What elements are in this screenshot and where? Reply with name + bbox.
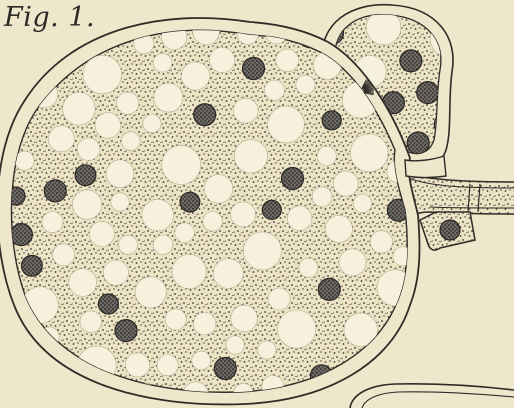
vacuole [296,75,315,94]
adjacent-cell-outline [350,384,514,408]
vacuole [53,244,75,266]
vacuole [243,232,281,270]
vacuole [231,202,256,227]
vacuole [258,341,276,359]
vacuole [213,259,243,289]
vacuole [80,311,102,333]
vacuole [234,140,267,173]
vacuole [153,53,172,72]
vacuole [117,92,139,114]
vacuole [142,199,174,231]
vacuole [153,235,173,255]
cell-nucleus [5,22,27,44]
vacuole [69,269,97,297]
vacuole [119,235,138,254]
cell-nucleus [407,132,429,154]
cell-nucleus [98,294,118,314]
vacuole [385,379,407,401]
vacuole [312,187,332,207]
vacuole [83,55,122,94]
vacuole [172,254,206,288]
cell-nucleus [400,50,422,72]
lower-branch [420,212,475,250]
vacuole [143,115,161,133]
vacuole [13,386,39,408]
vacuole [210,47,235,72]
vacuole [194,313,216,335]
vacuole [95,113,121,139]
vacuole [111,193,129,211]
vacuole [353,194,371,212]
vacuole [264,80,284,100]
vacuole [325,215,352,242]
cell-nucleus [262,200,281,219]
cell-nucleus [214,358,236,380]
vacuole [106,160,134,188]
vacuole [77,138,100,161]
cell-nucleus [6,69,28,91]
vacuole [287,206,311,230]
cell-nucleus [180,192,200,212]
vacuole [181,62,209,90]
vacuole [63,93,96,126]
cell-nucleus [322,111,341,130]
vacuole [72,190,101,219]
vacuole [268,288,290,310]
vacuole [162,145,201,184]
vacuole [165,309,186,330]
vacuole [2,352,29,379]
vacuole [77,390,97,408]
cell-nucleus [75,165,96,186]
vacuole [48,126,74,152]
cell-nucleus [318,278,340,300]
vacuole [192,351,211,370]
main-gland-body [0,16,424,408]
vacuole [204,175,233,204]
vacuole [226,336,244,354]
vacuole [121,132,140,151]
vacuole [333,171,358,196]
vacuole [268,106,305,143]
cell-nucleus [243,58,265,80]
vacuole [103,260,128,285]
cell-nucleus [417,82,439,104]
vacuole [157,355,178,376]
vacuole [48,386,67,405]
vacuole [203,212,223,232]
vacuole [276,49,299,72]
vacuole [125,353,149,377]
vacuole [317,146,336,165]
cell-nucleus [282,168,304,190]
cell-nucleus [194,104,216,126]
vacuole [278,310,316,348]
adjacent-cell-inner-outline [362,392,514,408]
vacuole [154,83,183,112]
vacuole [350,134,388,172]
cell-nucleus [44,180,66,202]
cell-nucleus [10,224,32,246]
vacuole [231,305,258,332]
vacuole [89,222,114,247]
vacuole [370,231,392,253]
cell-nucleus [22,255,43,276]
vacuole [135,277,166,308]
vacuole [299,258,318,277]
cell-nucleus [115,320,137,342]
vacuole [42,212,63,233]
vacuole [233,98,258,123]
vacuole [339,249,366,276]
vacuole [175,223,195,243]
